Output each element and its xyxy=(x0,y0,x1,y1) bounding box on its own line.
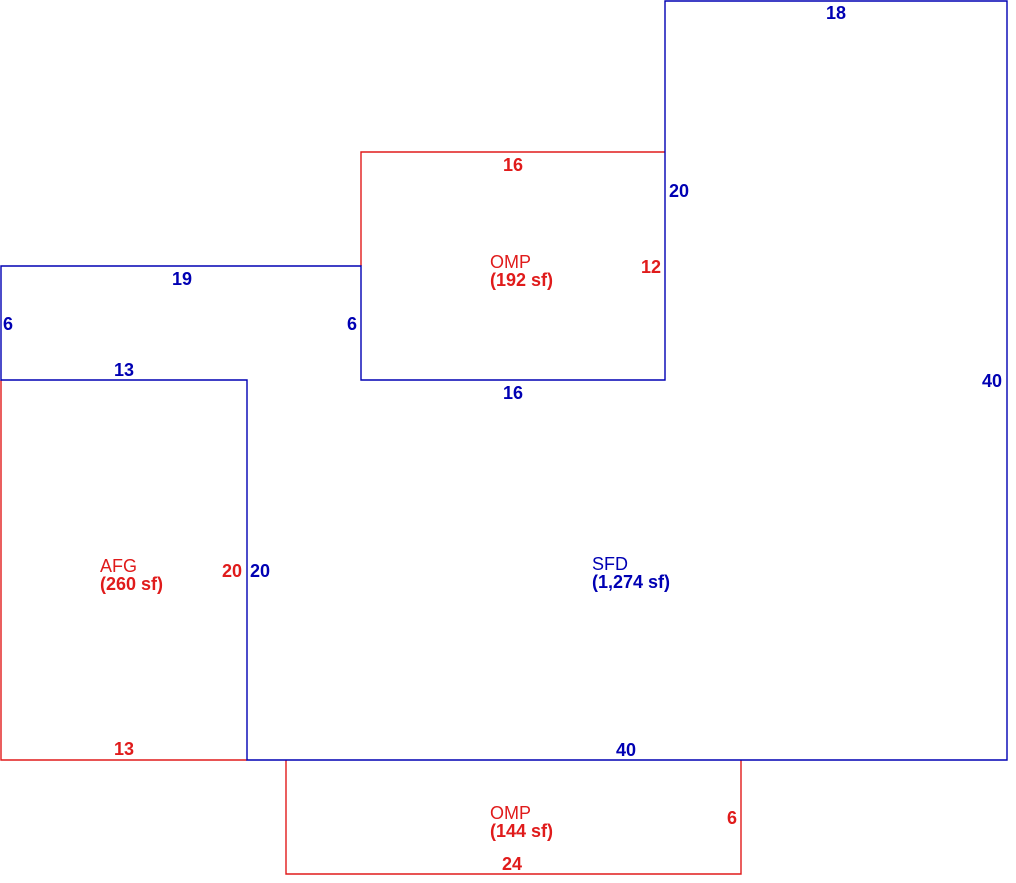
omp-top-outline xyxy=(360,151,665,266)
omp-bottom-area-name: OMP xyxy=(490,803,532,823)
dim-sfd-right-step: 20 xyxy=(669,181,690,201)
dim-afg-20: 20 xyxy=(222,561,243,581)
afg-area-name: AFG xyxy=(100,556,138,576)
dim-sfd-13: 13 xyxy=(114,360,135,380)
omp-bottom-outline xyxy=(285,760,742,875)
dim-sfd-left-6: 6 xyxy=(3,314,14,334)
dim-sfd-bottom-40: 40 xyxy=(616,740,637,760)
dim-sfd-left-20: 20 xyxy=(250,561,271,581)
dim-sfd-omp-bottom-16: 16 xyxy=(503,383,524,403)
omp-bottom-area-value: (144 sf) xyxy=(490,821,554,841)
dim-omp-bottom-24: 24 xyxy=(502,854,523,874)
afg-area-value: (260 sf) xyxy=(100,574,164,594)
sfd-outline xyxy=(0,0,1008,761)
sfd-area-name: SFD xyxy=(592,554,628,574)
sfd-area-value: (1,274 sf) xyxy=(592,572,671,592)
dim-sfd-right-40: 40 xyxy=(982,371,1003,391)
dim-sfd-inner-6: 6 xyxy=(347,314,358,334)
dim-sfd-top-right: 18 xyxy=(826,3,847,23)
dim-omp-bottom-6: 6 xyxy=(727,808,738,828)
dim-afg-13: 13 xyxy=(114,739,135,759)
omp-top-area-value: (192 sf) xyxy=(490,270,554,290)
omp-top-area-name: OMP xyxy=(490,252,532,272)
dim-omp-top-12: 12 xyxy=(641,257,662,277)
dim-omp-top-16: 16 xyxy=(503,155,524,175)
afg-outline xyxy=(0,380,247,761)
dim-sfd-top-19: 19 xyxy=(172,269,193,289)
